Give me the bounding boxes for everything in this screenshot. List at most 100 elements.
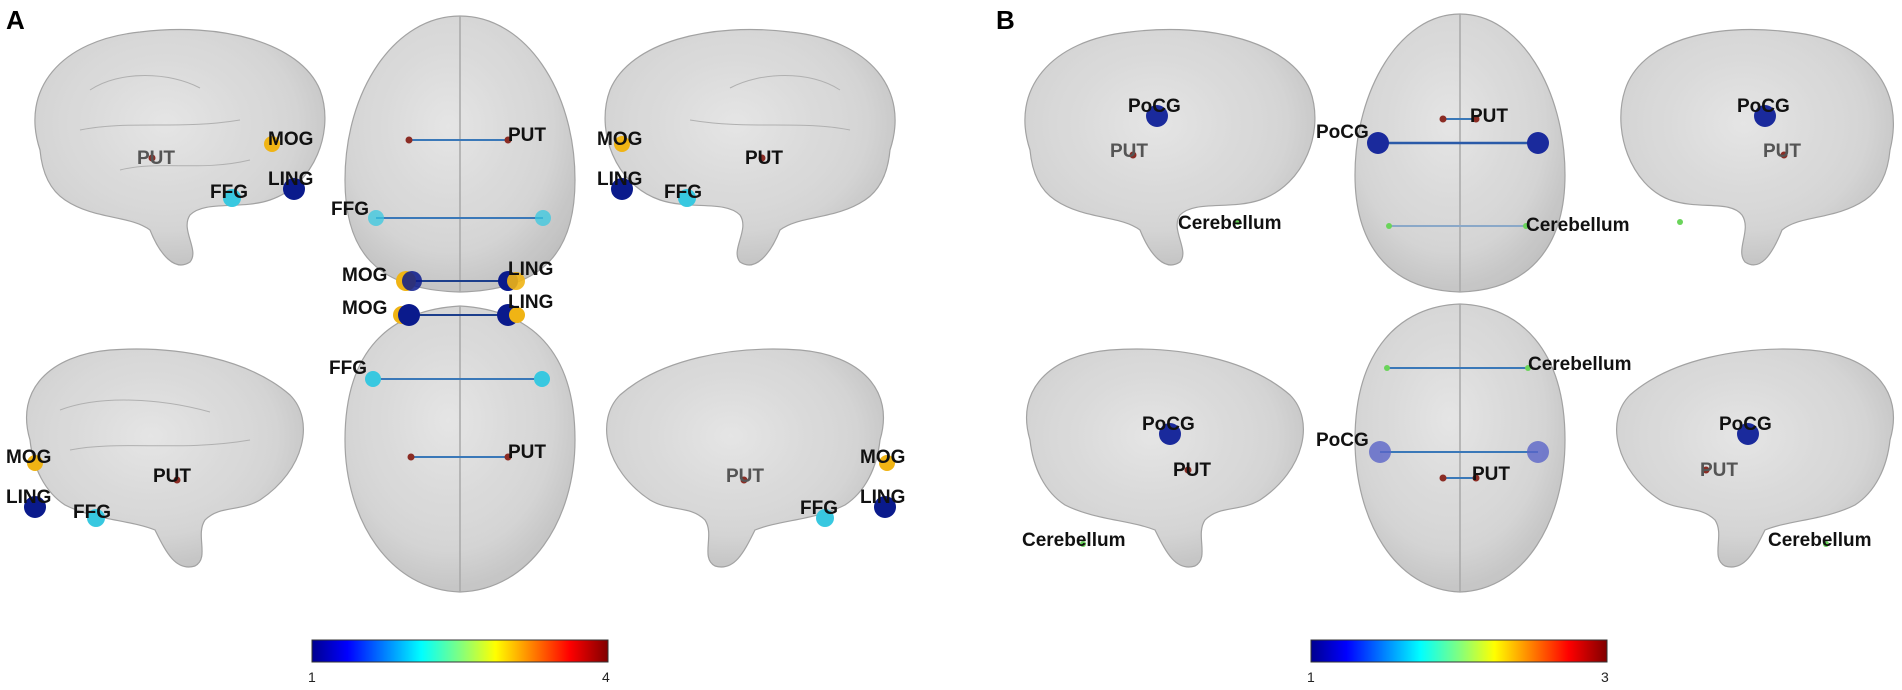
node-mog (614, 136, 630, 152)
brain-axial-a-bottom (344, 305, 576, 593)
label-ling: LING (268, 169, 313, 190)
node-pocg (1159, 423, 1181, 445)
nodes-panel-a (24, 136, 896, 527)
node-put (407, 453, 415, 461)
node-put (148, 154, 156, 162)
brain-axial-b-top (1354, 13, 1566, 293)
node-put (1184, 466, 1192, 474)
label-put: PUT (508, 125, 546, 146)
label-cerebellum: Cerebellum (1178, 213, 1281, 234)
label-pocg: PoCG (1142, 414, 1195, 435)
node-put (758, 154, 766, 162)
label-put: PUT (1110, 141, 1148, 162)
node-cerebellum (1523, 223, 1529, 229)
label-ling: LING (6, 487, 51, 508)
label-pocg: PoCG (1128, 96, 1181, 117)
node-put (405, 136, 413, 144)
brain-sagittal-a-bottom-left (25, 348, 304, 568)
node-cerebellum (1235, 219, 1241, 225)
labels-panel-b: PoCG PUT Cerebellum PUT PoCG Cerebellum … (1022, 96, 1871, 551)
label-ling: LING (597, 169, 642, 190)
brain-axial-b-bottom (1354, 303, 1566, 593)
brain-sagittal-a-top-left (34, 28, 326, 266)
node-put (1472, 474, 1480, 482)
node-ffg (535, 210, 551, 226)
node-put (1702, 466, 1710, 474)
brain-sagittal-b-top-right (1620, 28, 1894, 266)
label-ffg: FFG (664, 182, 702, 203)
colorbar-a-max: 4 (602, 669, 610, 685)
colorbar-a: 1 4 (308, 639, 610, 685)
nodes-panel-b (1080, 105, 1829, 547)
node-ling (24, 496, 46, 518)
node-ling (874, 496, 896, 518)
label-ffg: FFG (73, 502, 111, 523)
node-put (1472, 115, 1480, 123)
label-ling: LING (508, 292, 553, 313)
label-mog: MOG (342, 265, 387, 286)
node-ling (611, 178, 633, 200)
node-cerebellum (1080, 541, 1086, 547)
node-ffg (365, 371, 381, 387)
label-put: PUT (1763, 141, 1801, 162)
node-pocg (1527, 132, 1549, 154)
node-mog (509, 307, 525, 323)
panel-a-letter: A (6, 5, 25, 35)
labels-panel-a: PUT MOG LING FFG PUT FFG MOG LING MOG LI… (6, 125, 905, 523)
node-pocg (1369, 441, 1391, 463)
node-mog (879, 455, 895, 471)
node-cerebellum (1677, 219, 1683, 225)
label-pocg: PoCG (1316, 430, 1369, 451)
label-mog: MOG (342, 298, 387, 319)
node-ffg (87, 509, 105, 527)
node-ffg (223, 189, 241, 207)
label-cerebellum: Cerebellum (1528, 354, 1631, 375)
node-pocg (1527, 441, 1549, 463)
node-ffg (368, 210, 384, 226)
colorbar-b-min: 1 (1307, 669, 1315, 685)
node-cerebellum (1386, 223, 1392, 229)
node-mog (27, 455, 43, 471)
brain-sagittal-b-bottom-left (1025, 348, 1304, 568)
label-put: PUT (1173, 460, 1211, 481)
node-put (504, 453, 512, 461)
node-put (1780, 151, 1788, 159)
label-cerebellum: Cerebellum (1022, 530, 1125, 551)
brain-sagittal-b-bottom-right (1616, 348, 1895, 568)
node-put (173, 476, 181, 484)
colorbar-b-max: 3 (1601, 669, 1609, 685)
brain-axial-a-top (344, 15, 576, 293)
node-ling (283, 178, 305, 200)
node-pocg (1754, 105, 1776, 127)
label-pocg: PoCG (1316, 122, 1369, 143)
node-put (1439, 474, 1447, 482)
label-put: PUT (745, 148, 783, 169)
label-put: PUT (1472, 464, 1510, 485)
edges-panel-a (373, 139, 543, 458)
node-pocg (1737, 423, 1759, 445)
node-ling (402, 271, 422, 291)
label-ling: LING (860, 487, 905, 508)
node-pocg (1146, 105, 1168, 127)
node-ffg (816, 509, 834, 527)
node-ling (398, 304, 420, 326)
node-pocg (1367, 132, 1389, 154)
label-put: PUT (1470, 106, 1508, 127)
brain-sagittal-a-bottom-right (606, 348, 885, 568)
node-cerebellum (1525, 365, 1531, 371)
label-cerebellum: Cerebellum (1526, 215, 1629, 236)
edges-panel-b (1380, 118, 1538, 479)
node-put (1439, 115, 1447, 123)
label-mog: MOG (6, 447, 51, 468)
label-ffg: FFG (210, 182, 248, 203)
label-put: PUT (1700, 460, 1738, 481)
panel-a: A (6, 5, 905, 685)
label-ffg: FFG (329, 358, 367, 379)
node-put (740, 476, 748, 484)
panel-b: B (996, 5, 1895, 685)
label-pocg: PoCG (1719, 414, 1772, 435)
label-put: PUT (726, 466, 764, 487)
label-put: PUT (508, 442, 546, 463)
label-pocg: PoCG (1737, 96, 1790, 117)
